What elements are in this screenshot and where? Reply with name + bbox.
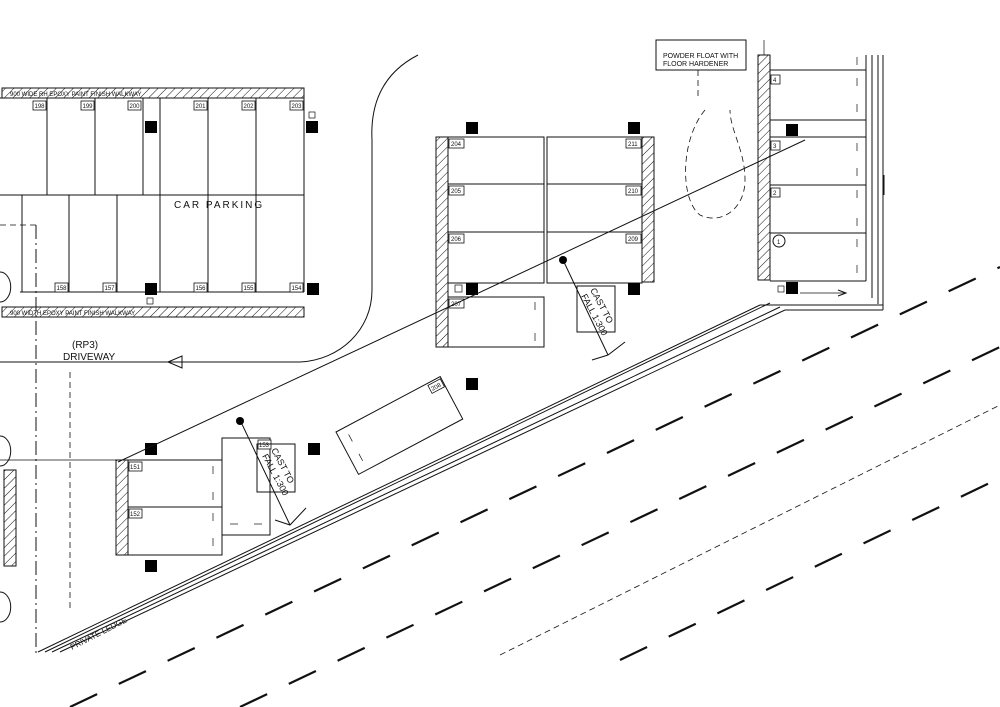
bay-154: 154 [292, 286, 303, 292]
column [145, 560, 157, 572]
bay-210: 210 [628, 189, 639, 195]
bay-155: 155 [244, 286, 255, 292]
column [786, 124, 798, 136]
column [306, 121, 318, 133]
bay-3: 3 [773, 144, 777, 150]
car-park-southwest: 151 152 153 [115, 437, 320, 572]
column [145, 283, 157, 295]
car-park-central: 204 205 206 207 211 210 209 [435, 122, 655, 390]
bay-157: 157 [105, 286, 116, 292]
bay-209: 209 [628, 237, 639, 243]
column [466, 122, 478, 134]
column [145, 443, 157, 455]
wall-east [641, 136, 655, 283]
car-park-east: 4 3 2 1 [757, 40, 885, 310]
column [145, 121, 157, 133]
bay-152: 152 [130, 512, 141, 518]
column [466, 378, 478, 390]
bay-156: 156 [196, 286, 207, 292]
bay-198: 198 [35, 104, 46, 110]
bay-158: 158 [57, 286, 68, 292]
driveway-ref: (RP3) [72, 340, 98, 351]
car-parking-label: CAR PARKING [174, 200, 264, 211]
wall-west [435, 136, 449, 348]
cast-to-fall-tag-1: CAST TO FALL 1:300 [562, 259, 626, 361]
bay-199: 199 [83, 104, 94, 110]
bay-202: 202 [244, 104, 255, 110]
column [466, 283, 478, 295]
bay-201: 201 [196, 104, 207, 110]
kerb-curve [0, 54, 419, 363]
driveway-label: DRIVEWAY [63, 352, 116, 363]
bay-208: 208 [431, 382, 443, 392]
walkway-top-label: 900 WIDE RH EPOXY PAINT FINISH WALKWAY [10, 92, 141, 98]
bay-208-rotated: 208 [335, 375, 464, 476]
car-park-west: 900 WIDE RH EPOXY PAINT FINISH WALKWAY 9… [0, 87, 319, 318]
column [308, 443, 320, 455]
column [628, 122, 640, 134]
column [307, 283, 319, 295]
bay-151: 151 [130, 465, 141, 471]
private-ledge-label: PRIVATE LEDGE [69, 615, 129, 651]
private-ledge: PRIVATE LEDGE [37, 302, 883, 653]
finish-note: POWDER FLOAT WITH FLOOR HARDENER [655, 39, 747, 219]
cast-to-fall-tag-2: CAST TO FALL 1:300 [239, 419, 307, 526]
fall-line [117, 139, 806, 463]
bay-1: 1 [777, 240, 781, 246]
bay-204: 204 [451, 142, 462, 148]
walkway-bottom-label: 900 WIDTH EPOXY PAINT FINISH WALKWAY [10, 311, 135, 317]
road-markings [69, 266, 1000, 707]
walkway-bottom [1, 306, 305, 318]
bay-200: 200 [130, 104, 141, 110]
bay-203: 203 [292, 104, 303, 110]
bay-205: 205 [451, 189, 462, 195]
bay-4: 4 [773, 78, 777, 84]
bay-153: 153 [259, 443, 270, 449]
note-line-2: FLOOR HARDENER [663, 61, 728, 68]
bay-206: 206 [451, 237, 462, 243]
bay-2: 2 [773, 191, 777, 197]
driveway-marker: (RP3) DRIVEWAY [63, 340, 212, 369]
bay-207: 207 [451, 302, 462, 308]
note-line-1: POWDER FLOAT WITH [663, 53, 738, 60]
column [786, 282, 798, 294]
bay-211: 211 [628, 142, 638, 148]
column [628, 283, 640, 295]
